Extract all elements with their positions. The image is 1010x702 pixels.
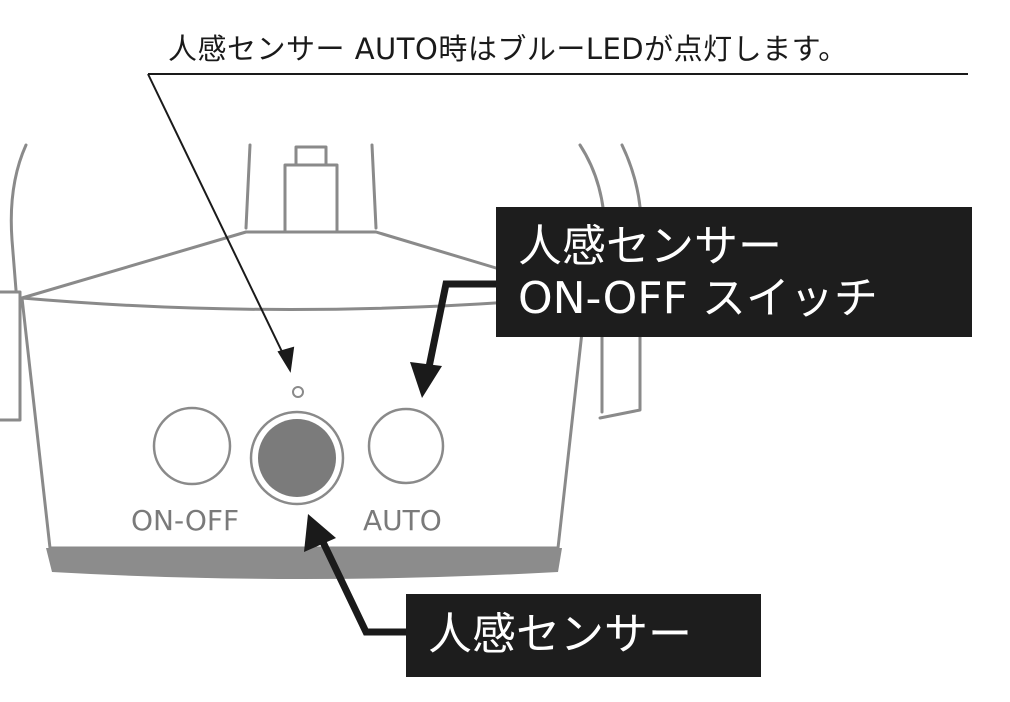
- auto-label: AUTO: [363, 504, 442, 537]
- note-leader-line: [147, 73, 287, 361]
- switch-arrow-line: [424, 280, 496, 373]
- auto-button: [367, 407, 445, 485]
- left-shell-outline: [9, 143, 28, 292]
- led-note: 人感センサー AUTO時はブルーLEDが点灯します。: [168, 32, 848, 66]
- sensor-arrow-line: [318, 538, 406, 636]
- neck-block: [283, 163, 339, 234]
- on-off-label: ON-OFF: [131, 504, 240, 537]
- top-cone: [20, 230, 498, 300]
- led-indicator-icon: [292, 386, 304, 398]
- left-wing-outline: [0, 290, 22, 422]
- sensor-arrow-head: [304, 514, 336, 552]
- sensor-dome: [258, 419, 336, 497]
- switch-callout: 人感センサー ON-OFF スイッチ: [496, 207, 972, 337]
- neck-block-top: [294, 145, 328, 167]
- note-leader-arrowhead: [277, 346, 295, 373]
- on-off-button: [152, 406, 232, 486]
- sensor-callout: 人感センサー: [406, 594, 761, 677]
- sensor-callout-label: 人感センサー: [428, 609, 692, 660]
- switch-callout-line1: 人感センサー: [518, 221, 782, 272]
- neck-outline: [244, 143, 252, 230]
- switch-callout-line2: ON-OFF スイッチ: [518, 273, 878, 324]
- neck-outline: [370, 143, 378, 230]
- base-band: [46, 548, 562, 579]
- switch-arrow-head: [410, 362, 442, 398]
